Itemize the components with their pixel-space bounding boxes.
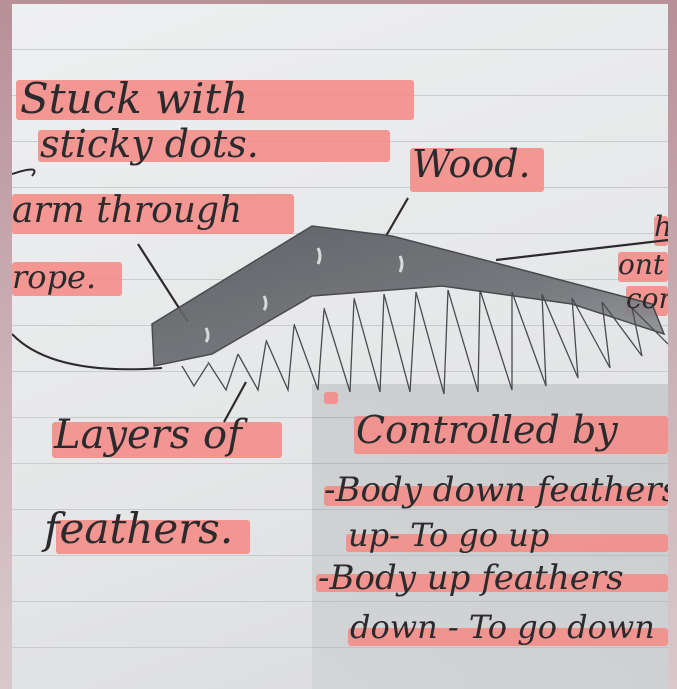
label-controlled-by: Controlled by xyxy=(356,408,618,452)
label-down-to-go-down: down - To go down xyxy=(350,608,655,646)
label-right-fragment-3: con xyxy=(626,282,668,315)
label-body-up: -Body up feathers xyxy=(318,558,624,598)
label-feathers: feathers. xyxy=(44,504,233,553)
pencil-curve-top-left xyxy=(12,169,35,176)
label-rope: rope. xyxy=(12,258,96,296)
label-up-to-go-up: up- To go up xyxy=(348,516,549,554)
wing-frame xyxy=(152,226,664,366)
label-layers-of: Layers of xyxy=(54,412,242,458)
label-wood: Wood. xyxy=(412,142,531,186)
label-stuck-with: Stuck with xyxy=(20,74,248,123)
label-arm-through: arm through xyxy=(12,190,242,231)
pencil-curve-bottom-left xyxy=(12,334,162,369)
label-right-fragment-2: ont xyxy=(618,248,664,281)
label-sticky-dots: sticky dots. xyxy=(40,122,259,166)
label-body-down: -Body down feathers xyxy=(324,470,668,510)
label-right-fragment-1: h xyxy=(654,210,668,243)
pointer-line-wood xyxy=(386,198,408,236)
notebook-page: Stuck with sticky dots. Wood. arm throug… xyxy=(12,4,668,689)
